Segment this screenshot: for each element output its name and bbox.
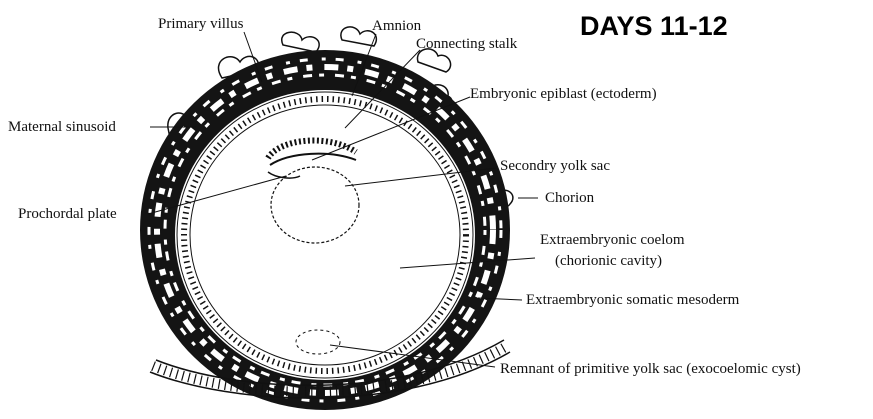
label-somatic-mesoderm: Extraembryonic somatic mesoderm	[526, 292, 740, 308]
label-maternal-sinusoid: Maternal sinusoid	[8, 119, 116, 135]
label-embryonic-epiblast: Embryonic epiblast (ectoderm)	[470, 86, 657, 102]
label-remnant-yolk-sac: Remnant of primitive yolk sac (exocoelom…	[500, 361, 801, 377]
label-chorion: Chorion	[545, 190, 595, 206]
exocoelomic-cyst	[296, 330, 340, 354]
label-primary-villus: Primary villus	[158, 16, 244, 32]
label-prochordal-plate: Prochordal plate	[18, 206, 117, 222]
label-chorionic-cavity: (chorionic cavity)	[555, 253, 662, 269]
label-amnion: Amnion	[372, 18, 422, 34]
page-title: DAYS 11-12	[580, 11, 728, 41]
label-secondary-yolk-sac: Secondry yolk sac	[500, 158, 610, 174]
label-extraembryonic-coelom: Extraembryonic coelom	[540, 232, 685, 248]
label-connecting-stalk: Connecting stalk	[416, 36, 518, 52]
